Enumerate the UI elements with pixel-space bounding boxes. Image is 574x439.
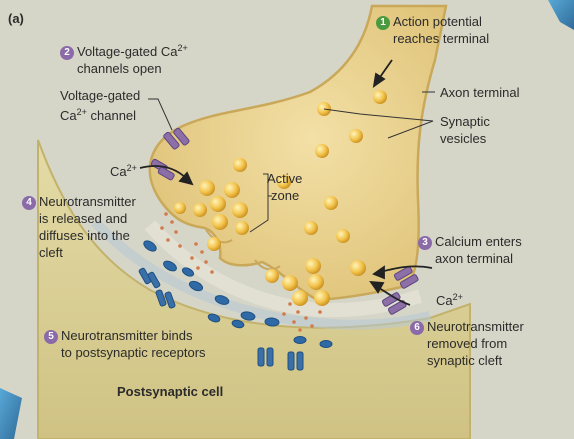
postsynaptic-receptors bbox=[143, 240, 333, 348]
vesicle bbox=[305, 258, 321, 274]
vesicle bbox=[373, 90, 387, 104]
vg-channel-label: Voltage-gated Ca2+ channel bbox=[60, 88, 141, 123]
leader-vg-channel bbox=[148, 98, 173, 131]
ca-right-label: Ca2+ bbox=[436, 292, 463, 308]
leader-synaptic-vesicles bbox=[323, 108, 434, 122]
postsynaptic-density bbox=[91, 218, 432, 330]
axon-terminal-label: Axon terminal bbox=[440, 85, 520, 100]
vesicle bbox=[282, 275, 298, 291]
ca-channel-right bbox=[381, 266, 419, 315]
panel-letter: (a) bbox=[8, 11, 24, 26]
receptor-channels bbox=[138, 267, 304, 371]
step-2-badge: 2 bbox=[60, 46, 74, 60]
vesicle bbox=[314, 290, 330, 306]
vesicle bbox=[210, 196, 226, 212]
vesicle bbox=[207, 237, 221, 251]
active-zone-bracket bbox=[249, 173, 269, 233]
corner-accent-top-right bbox=[548, 0, 574, 30]
vesicle bbox=[233, 158, 247, 172]
step-3-badge: 3 bbox=[418, 236, 432, 250]
vesicle bbox=[315, 144, 329, 158]
postsynaptic-cell-label: Postsynaptic cell bbox=[117, 384, 224, 399]
synaptic-vesicles-label: Synaptic vesicles bbox=[440, 114, 490, 146]
vesicle bbox=[193, 203, 207, 217]
vesicle bbox=[212, 214, 228, 230]
step-1-badge: 1 bbox=[376, 16, 390, 30]
vesicle bbox=[224, 182, 240, 198]
active-zone-label: Active zone bbox=[267, 171, 303, 203]
vesicle bbox=[199, 180, 215, 196]
vesicle bbox=[324, 196, 338, 210]
neurotransmitter-molecules bbox=[160, 212, 322, 332]
vesicle bbox=[265, 269, 279, 283]
corner-accent-bottom-left bbox=[0, 388, 22, 439]
vesicle bbox=[235, 221, 249, 235]
vesicle bbox=[308, 274, 324, 290]
vesicle bbox=[292, 290, 308, 306]
synaptic-vesicles bbox=[174, 90, 387, 306]
vesicle bbox=[277, 175, 291, 189]
vesicle bbox=[232, 202, 248, 218]
vesicle bbox=[304, 221, 318, 235]
step-5-badge: 5 bbox=[44, 330, 58, 344]
vesicle bbox=[174, 202, 186, 214]
step-6-badge: 6 bbox=[410, 321, 424, 335]
ca-left-label: Ca2+ bbox=[110, 163, 137, 179]
vesicle bbox=[336, 229, 350, 243]
vesicle bbox=[350, 260, 366, 276]
step-4-badge: 4 bbox=[22, 196, 36, 210]
ca-in-arrow-left bbox=[139, 165, 187, 179]
vesicle bbox=[349, 129, 363, 143]
